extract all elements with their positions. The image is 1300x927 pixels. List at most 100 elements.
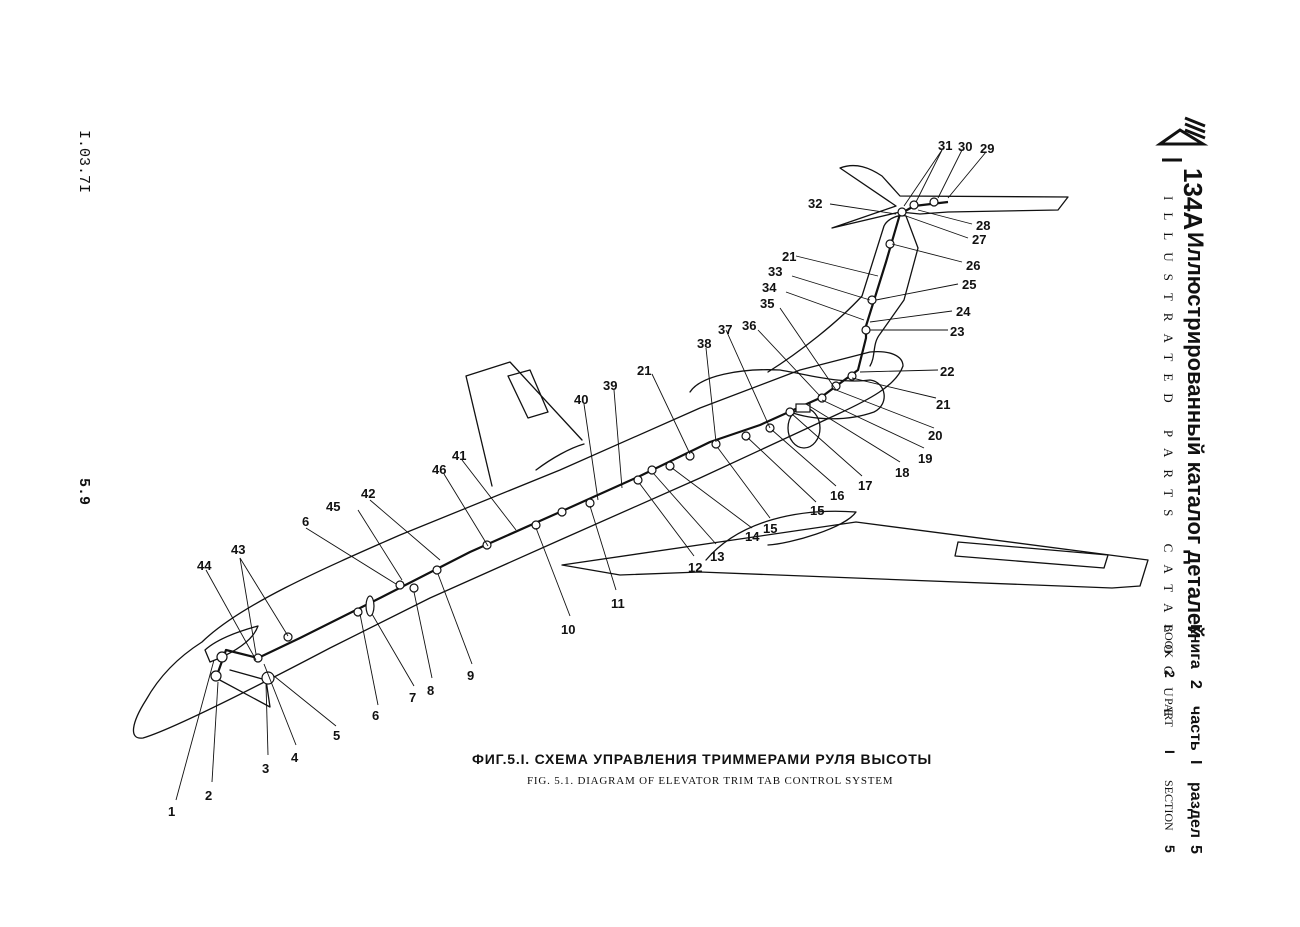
leader-line	[869, 310, 953, 323]
pulley	[395, 580, 405, 590]
leader-line	[535, 527, 571, 617]
callout-number: 34	[762, 280, 777, 295]
callout-number: 26	[966, 258, 980, 273]
leader-line	[239, 557, 257, 655]
leader-line	[791, 413, 863, 477]
pulley	[795, 403, 811, 413]
leader-line	[805, 403, 901, 463]
pulley	[585, 498, 595, 508]
callout-number: 21	[637, 363, 651, 378]
callout-number: 11	[611, 596, 625, 611]
callout-number: 18	[895, 465, 909, 480]
pulley	[885, 239, 895, 249]
callout-number: 32	[808, 196, 822, 211]
leader-line	[305, 527, 397, 585]
near-aileron	[954, 541, 1109, 569]
callout-number: 35	[760, 296, 774, 311]
callout-numbers: 1 2 3 4 5 6 6 7 8 9 10 11 12 13 14 15 15…	[168, 138, 994, 819]
leader-line	[589, 505, 617, 591]
header-section-no: 5	[1187, 845, 1204, 854]
callout-number: 15	[763, 521, 777, 536]
callout-number: 7	[409, 690, 416, 705]
callout-number: 41	[452, 448, 466, 463]
callout-number: 45	[326, 499, 340, 514]
header-title-ru: Иллюстрированный каталог деталей	[1183, 232, 1208, 639]
header-book-ru: Книга	[1187, 624, 1204, 669]
far-wing-flap	[507, 369, 549, 419]
callout-number: 25	[962, 277, 976, 292]
leader-line	[583, 403, 599, 501]
leader-line	[613, 389, 623, 489]
pulley	[909, 200, 919, 210]
leader-line	[747, 437, 817, 503]
vertical-tail-outline	[767, 214, 919, 373]
pulley	[353, 607, 363, 617]
callout-number: 33	[768, 264, 782, 279]
callout-number: 12	[688, 560, 702, 575]
engine-nacelle	[689, 369, 885, 420]
callout-number: 39	[603, 378, 617, 393]
leader-line	[835, 389, 935, 429]
leader-line	[239, 557, 289, 637]
callout-number: 4	[291, 750, 299, 765]
publisher-logo	[1155, 116, 1209, 162]
leader-line	[903, 149, 943, 207]
callout-number: 16	[830, 488, 844, 503]
callout-number: 43	[231, 542, 245, 557]
callout-number: 14	[745, 529, 760, 544]
pulley	[685, 451, 695, 461]
leader-line	[821, 399, 925, 449]
leader-line	[413, 591, 433, 679]
callout-number: 13	[710, 549, 724, 564]
callout-number: 30	[958, 139, 972, 154]
callout-number: 27	[972, 232, 986, 247]
header-part-no-en: I	[1162, 750, 1178, 754]
callout-number: 22	[940, 364, 954, 379]
leader-line	[725, 329, 771, 429]
pulley	[409, 583, 419, 593]
leader-line	[359, 613, 379, 706]
callout-number: 24	[956, 304, 971, 319]
leader-line	[705, 347, 717, 443]
leader-line	[461, 459, 517, 531]
page-date-code: I.03.7I	[75, 130, 92, 194]
near-wing-outline	[561, 521, 1149, 589]
pulley	[647, 465, 657, 475]
callout-number: 28	[976, 218, 990, 233]
callout-number: 42	[361, 486, 375, 501]
header-part-en: PART	[1162, 698, 1176, 727]
callout-number: 6	[372, 708, 379, 723]
leader-line	[791, 275, 871, 301]
header-part-ru: часть	[1187, 706, 1204, 751]
callout-number: 31	[938, 138, 952, 153]
pulley	[283, 632, 293, 642]
leader-line	[651, 373, 691, 455]
callout-number: 40	[574, 392, 588, 407]
callout-number: 10	[561, 622, 575, 637]
pulley	[531, 520, 541, 530]
leader-lines	[175, 149, 987, 801]
leader-line	[175, 659, 215, 801]
leader-line	[757, 329, 821, 397]
near-wing-root	[705, 510, 857, 561]
leader-line	[717, 447, 771, 519]
callout-number: 23	[950, 324, 964, 339]
leader-line	[371, 613, 415, 687]
pulley	[897, 207, 907, 217]
header-section-no-en: 5	[1162, 845, 1178, 853]
callout-number: 29	[980, 141, 994, 156]
leader-line	[785, 291, 865, 321]
header-book-no: 2	[1187, 680, 1204, 689]
callout-number: 9	[467, 668, 474, 683]
callout-number: 15	[810, 503, 824, 518]
leader-line	[905, 215, 969, 239]
callout-number: 6	[302, 514, 309, 529]
header-model: 134A	[1178, 168, 1208, 231]
callout-number: 3	[262, 761, 269, 776]
far-wing-outline	[465, 361, 583, 487]
trim-cable-return	[215, 669, 271, 708]
callout-number: 37	[718, 322, 732, 337]
figure-caption-en: FIG. 5.1. DIAGRAM OF ELEVATOR TRIM TAB C…	[527, 775, 893, 787]
leader-line	[779, 307, 837, 391]
